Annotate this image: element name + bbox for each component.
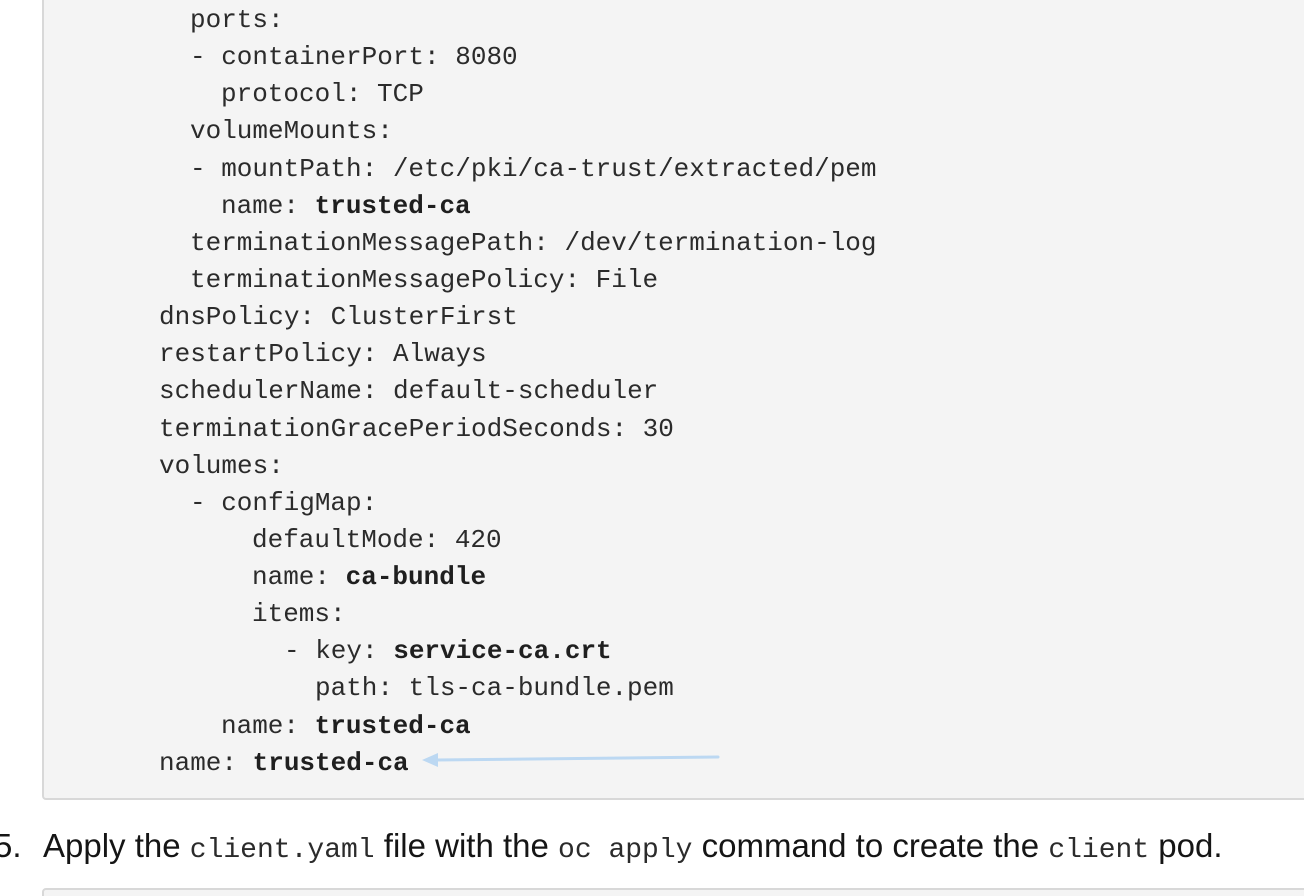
code-line: volumeMounts: — [190, 116, 393, 146]
code-highlight: trusted-ca — [314, 191, 471, 221]
code-line: defaultMode: 420 — [252, 525, 502, 555]
code-line: items: — [252, 599, 346, 629]
step-number: 5. — [0, 827, 22, 864]
code-line: ports: — [190, 5, 284, 35]
code-line: path: tls-ca-bundle.pem — [315, 673, 674, 703]
code-highlight: service-ca.crt — [393, 636, 612, 666]
code-line: name: trusted-ca — [221, 711, 471, 741]
procedure-step: 5. Apply the client.yaml file with the o… — [0, 824, 1304, 868]
code-line: name: trusted-ca — [221, 191, 471, 221]
code-line: - key: service-ca.crt — [284, 636, 612, 666]
callout-arrow-icon — [422, 753, 720, 767]
inline-code-pod: client — [1048, 835, 1150, 866]
next-code-block — [42, 888, 1304, 896]
code-highlight: ca-bundle — [345, 562, 487, 592]
inline-code-command: oc apply — [558, 835, 693, 866]
yaml-code-block: ports: - containerPort: 8080 protocol: T… — [42, 0, 1304, 800]
code-line: terminationGracePeriodSeconds: 30 — [159, 414, 674, 444]
inline-code-filename: client.yaml — [189, 835, 375, 866]
code-line: volumes: — [159, 451, 284, 481]
code-line: terminationMessagePath: /dev/termination… — [190, 228, 877, 258]
code-line: restartPolicy: Always — [159, 339, 487, 369]
code-line: - configMap: — [190, 488, 378, 518]
code-line: - containerPort: 8080 — [190, 42, 518, 72]
code-line: - mountPath: /etc/pki/ca-trust/extracted… — [190, 154, 877, 184]
code-highlight: trusted-ca — [252, 748, 409, 778]
code-line: terminationMessagePolicy: File — [190, 265, 659, 295]
step-text: Apply the client.yaml file with the oc a… — [43, 827, 1223, 866]
code-line: protocol: TCP — [221, 79, 424, 109]
code-highlight: trusted-ca — [314, 711, 471, 741]
code-line: dnsPolicy: ClusterFirst — [159, 302, 518, 332]
code-line: name: trusted-ca — [159, 748, 409, 778]
code-line: schedulerName: default-scheduler — [159, 376, 659, 406]
code-line: name: ca-bundle — [252, 562, 487, 592]
